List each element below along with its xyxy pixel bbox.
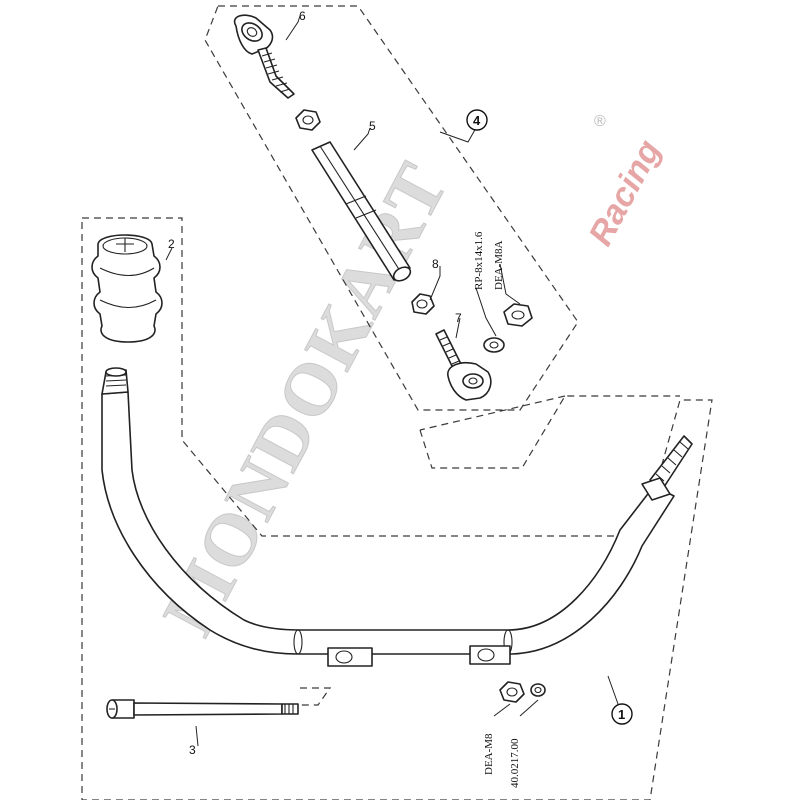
code-nut-m8: DEA-M8 xyxy=(483,733,495,775)
part-label-5: 5 xyxy=(369,119,376,133)
main-tube xyxy=(101,367,693,655)
code-part-40: 40.0217.00 xyxy=(509,738,521,788)
nut-top xyxy=(295,109,321,131)
watermark-registered: ® xyxy=(594,113,606,130)
long-bolt xyxy=(106,699,299,719)
assembly-badge-1: 1 xyxy=(611,703,633,725)
part-label-2: 2 xyxy=(168,237,175,251)
leader-lines xyxy=(165,15,619,747)
nut-8 xyxy=(411,293,435,315)
assembly-badge-4: 4 xyxy=(466,109,488,131)
washer-rp xyxy=(483,337,505,353)
part-label-3: 3 xyxy=(189,743,196,757)
watermark-brand: MONDOKART xyxy=(148,149,465,648)
nut-dea-m8a xyxy=(503,303,533,327)
part-label-8: 8 xyxy=(432,257,439,271)
assembly-outlines xyxy=(81,5,713,800)
watermark-racing: Racing xyxy=(582,134,669,252)
part-label-7: 7 xyxy=(455,311,462,325)
tube-clamp-right xyxy=(469,645,511,665)
part-label-6: 6 xyxy=(299,9,306,23)
tube-clamp-left xyxy=(327,647,373,667)
code-washer-spec: RP-8x14x1.6 xyxy=(473,231,485,290)
rod-end-top xyxy=(233,14,295,99)
washer-small xyxy=(530,683,546,697)
rubber-bumper xyxy=(91,234,163,343)
assembly-label-4: 4 xyxy=(473,113,481,128)
nut-dea-m8 xyxy=(499,681,525,703)
assembly-label-1: 1 xyxy=(618,707,625,722)
code-nut-m8a: DEA-M8A xyxy=(493,240,505,290)
watermark: MONDOKART Racing ® xyxy=(147,113,669,648)
hex-spacer-bar xyxy=(311,141,412,282)
thread-top xyxy=(261,52,291,93)
rod-end-lower xyxy=(435,329,492,401)
